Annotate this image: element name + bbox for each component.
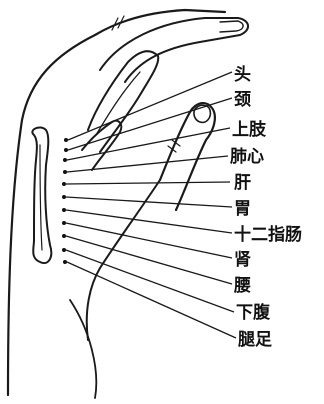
acupoint-dot xyxy=(63,170,67,174)
leader-line-leg-foot xyxy=(67,262,236,338)
middle-finger xyxy=(88,51,158,152)
label-kidney: 肾 xyxy=(234,250,251,270)
thumb xyxy=(160,103,215,210)
label-leg-foot: 腿足 xyxy=(238,330,272,350)
leader-line-kidney xyxy=(66,223,232,258)
acupoint-dot xyxy=(63,260,67,264)
leader-line-stomach xyxy=(66,197,232,207)
point-labels: 头 颈 上肢 肺心 肝 胃 十二指肠 肾 腰 下腹 腿足 xyxy=(230,65,302,350)
label-neck: 颈 xyxy=(234,90,251,110)
label-upper-limb: 上肢 xyxy=(232,119,267,140)
label-duodenum: 十二指肠 xyxy=(234,224,302,245)
label-lung-heart: 肺心 xyxy=(230,147,264,167)
acupoint-dots xyxy=(62,138,68,264)
label-stomach: 胃 xyxy=(234,199,251,219)
leader-line-lower-abdomen xyxy=(66,250,234,312)
label-head: 头 xyxy=(234,65,251,85)
acupoint-dot xyxy=(62,195,66,199)
acupoint-dot xyxy=(62,234,66,238)
acupoint-dot xyxy=(62,221,66,225)
acupoint-dot xyxy=(62,182,66,186)
label-waist: 腰 xyxy=(234,276,251,296)
acupoint-dot xyxy=(64,138,68,142)
index-finger xyxy=(100,18,248,82)
wrist-line xyxy=(70,300,96,398)
acupoint-dot xyxy=(64,148,68,152)
acupoint-dot xyxy=(62,248,66,252)
label-liver: 肝 xyxy=(234,173,251,193)
acupoint-dot xyxy=(62,208,66,212)
acupoint-dot xyxy=(63,158,67,162)
metacarpal-bone-inner xyxy=(40,145,42,250)
label-lower-abdomen: 下腹 xyxy=(236,302,271,323)
leader-line-waist xyxy=(66,236,232,284)
leader-line-liver xyxy=(66,182,230,184)
leader-line-upper-limb xyxy=(67,128,230,160)
leader-line-lung-heart xyxy=(67,156,228,172)
index-finger-nail xyxy=(220,21,243,32)
leader-line-duodenum xyxy=(66,210,232,233)
